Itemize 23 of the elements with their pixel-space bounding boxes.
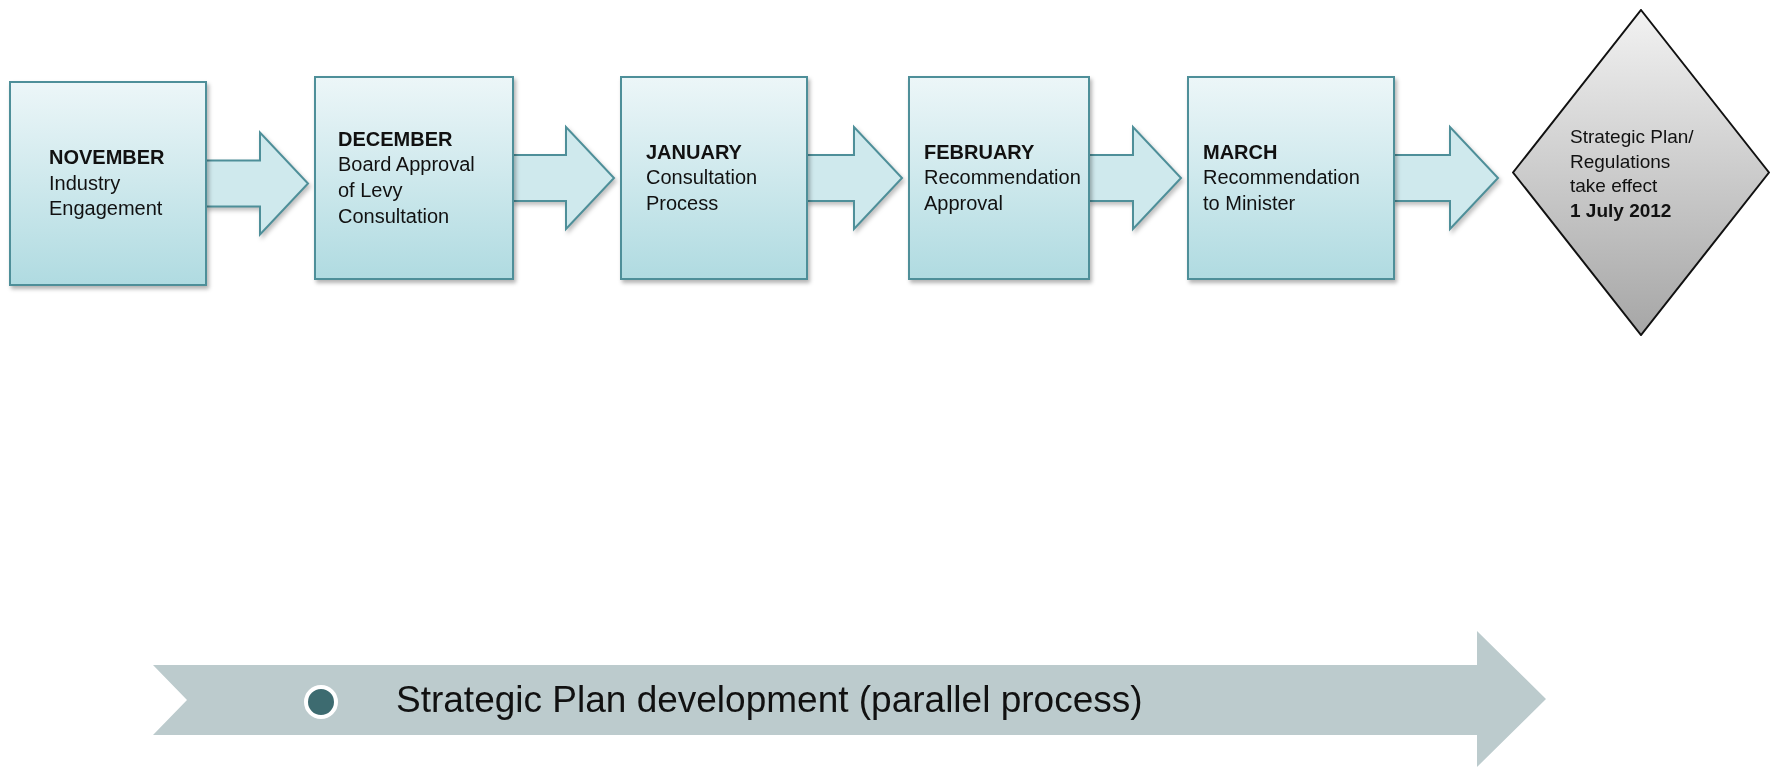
- step-text: Recommendation to Minister: [1203, 165, 1357, 216]
- step-text: Consultation Process: [646, 165, 759, 216]
- step-text: Recommendation Approval: [924, 165, 1082, 216]
- month-heading: NOVEMBER: [49, 145, 166, 171]
- block-arrow: [205, 129, 310, 238]
- band-text: Strategic Plan development (parallel process): [396, 678, 1143, 722]
- milestone-text: Strategic Plan/ Regulations take effect: [1570, 125, 1695, 199]
- process-box: [620, 76, 808, 280]
- block-arrow: [806, 124, 904, 232]
- block-arrow: [512, 124, 616, 232]
- block-arrow: [1393, 124, 1500, 232]
- block-arrow: [1088, 124, 1183, 232]
- process-box: [9, 81, 207, 286]
- process-box: [908, 76, 1090, 280]
- month-heading: JANUARY: [646, 139, 743, 165]
- step-text: Industry Engagement: [49, 170, 164, 222]
- milestone-date: 1 July 2012: [1570, 199, 1673, 224]
- month-heading: DECEMBER: [338, 126, 454, 152]
- process-box: [314, 76, 514, 280]
- step-text: Board Approval of Levy Consultation: [338, 152, 476, 229]
- process-box: [1187, 76, 1395, 280]
- month-heading: FEBRUARY: [924, 139, 1036, 165]
- month-heading: MARCH: [1203, 139, 1279, 165]
